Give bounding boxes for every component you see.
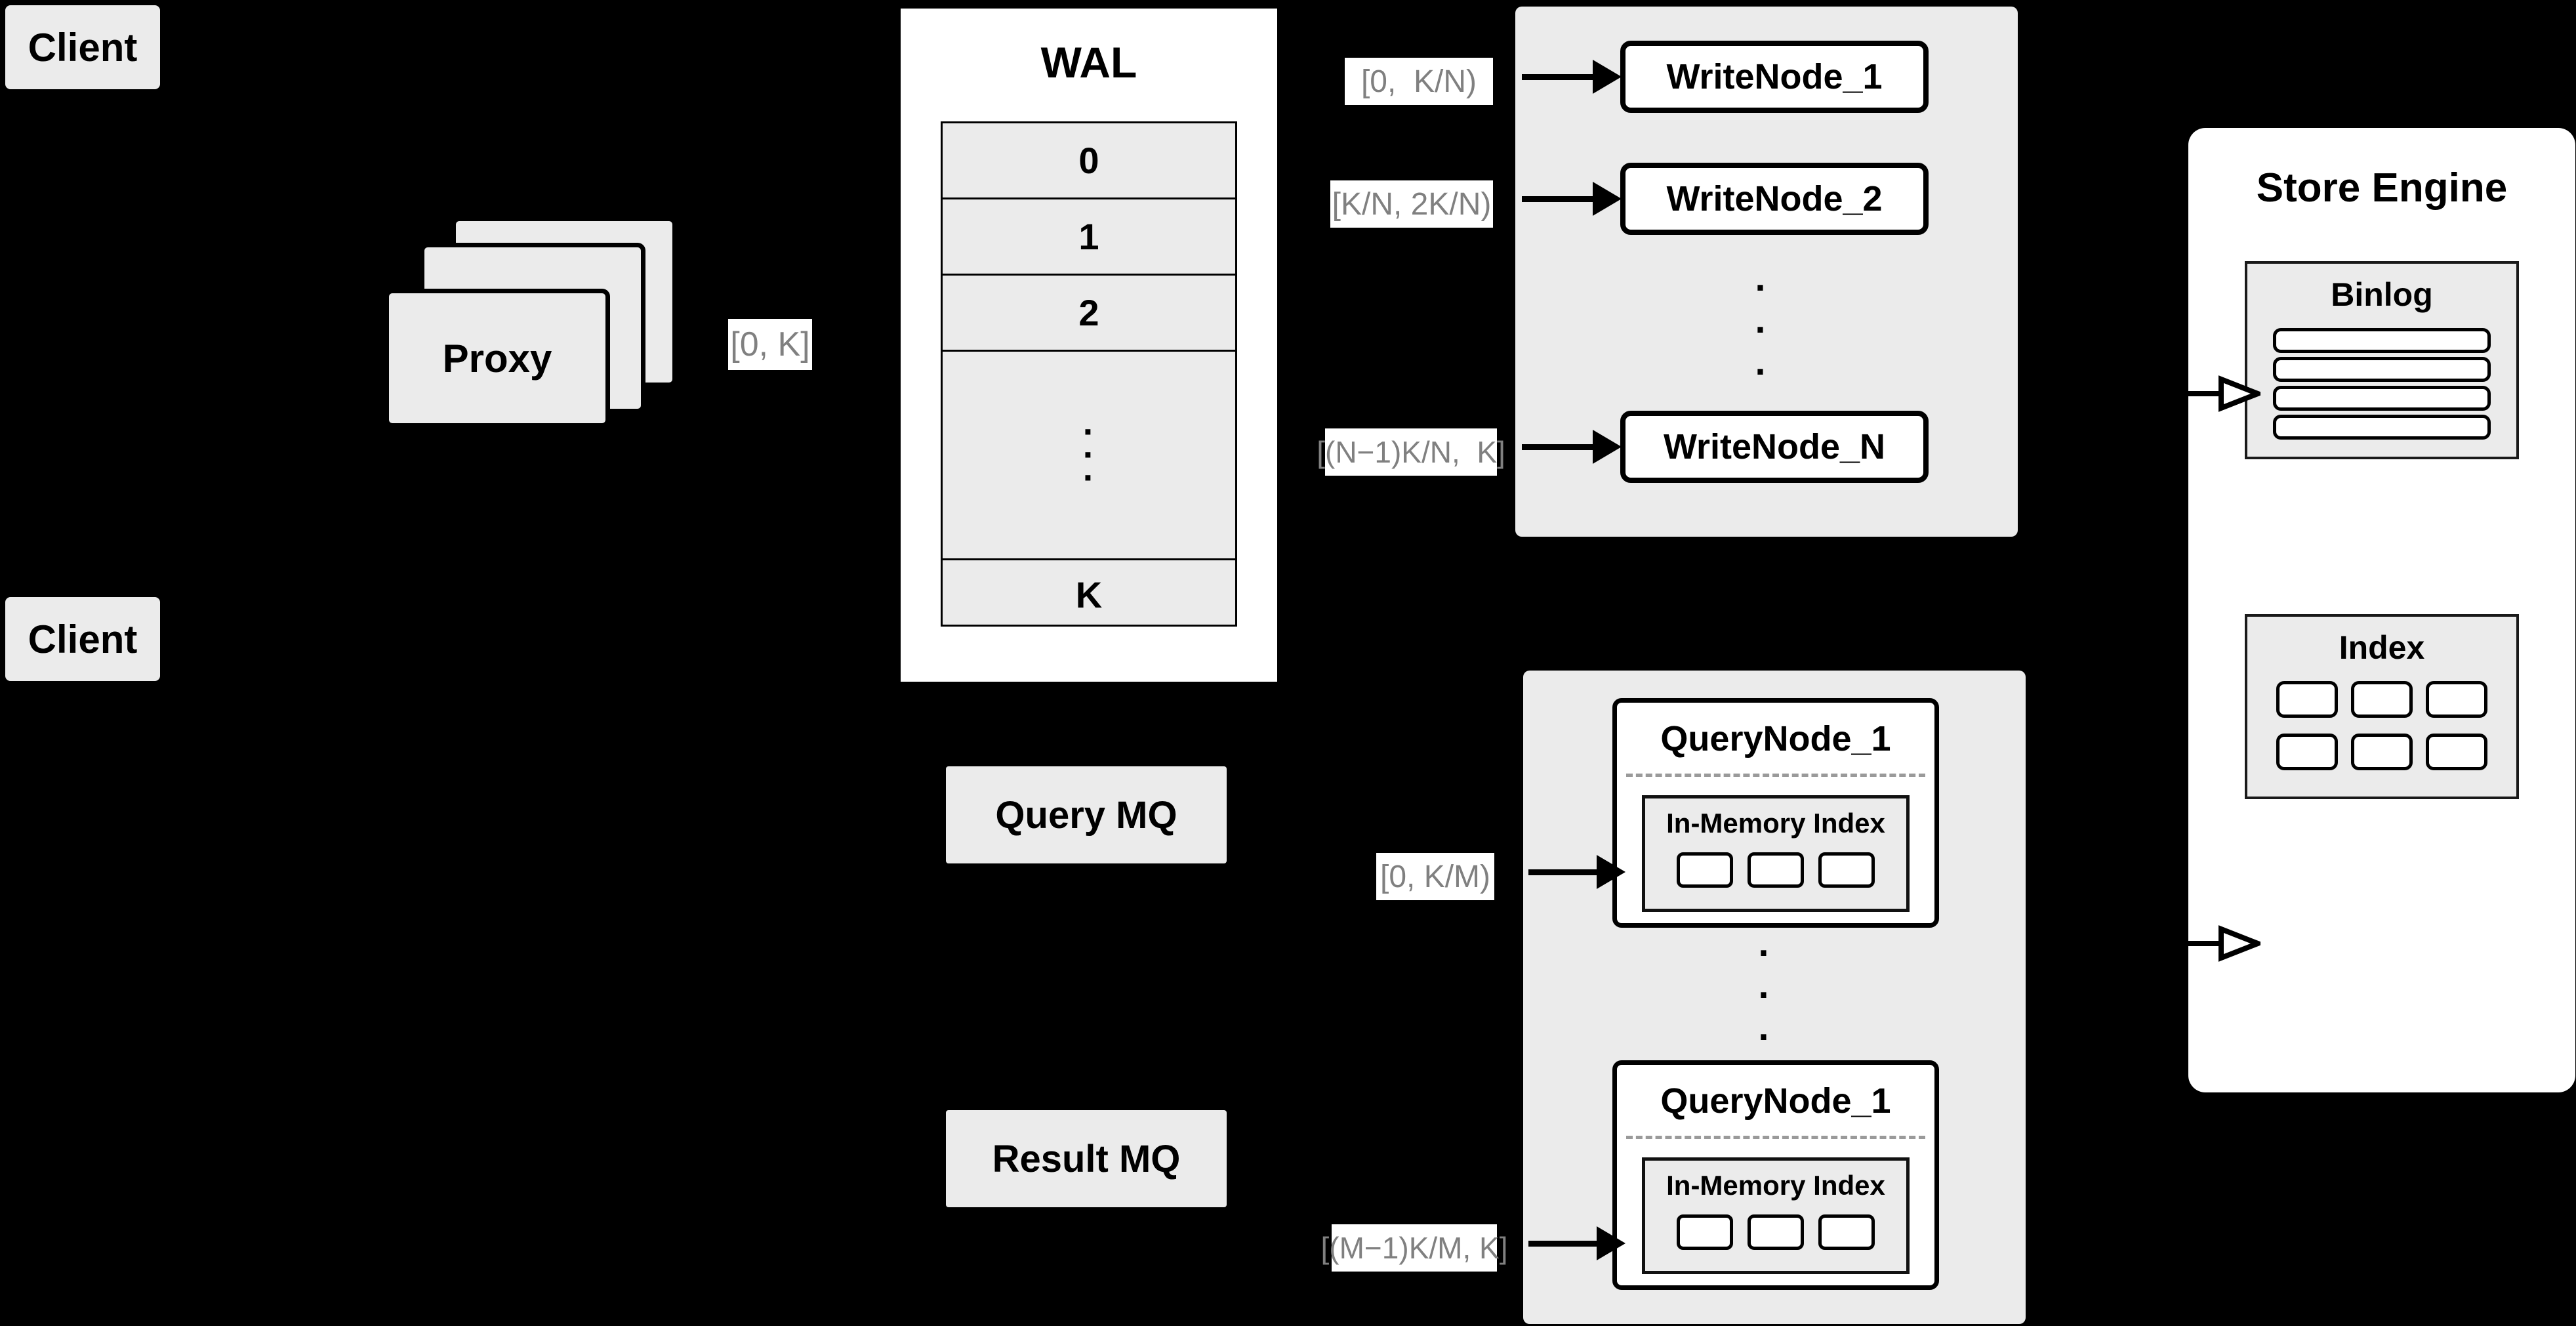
binlog-entry bbox=[2273, 357, 2491, 382]
query-mq-label: Query MQ bbox=[995, 793, 1177, 837]
index-entry bbox=[2276, 681, 2338, 718]
wal-row-value: 2 bbox=[1078, 292, 1099, 333]
binlog-title: Binlog bbox=[2331, 276, 2433, 313]
ellipsis-dot: · bbox=[1755, 266, 1768, 310]
query-mq-box[interactable]: Query MQ bbox=[946, 766, 1227, 863]
index-entry bbox=[2351, 734, 2413, 770]
index-slot bbox=[1677, 852, 1733, 888]
wal-row-value: K bbox=[1075, 573, 1103, 615]
binlog-entry bbox=[2273, 328, 2491, 353]
range-label-proxy-to-wal-text: [0, K] bbox=[730, 325, 810, 363]
result-mq-label: Result MQ bbox=[992, 1137, 1181, 1180]
client-label-2: Client bbox=[28, 617, 138, 661]
index-slot bbox=[1748, 1214, 1804, 1250]
result-mq-box[interactable]: Result MQ bbox=[946, 1110, 1227, 1207]
range-label-query-m-text: [(M−1)K/M, K] bbox=[1320, 1231, 1508, 1265]
query-node-2-index-title: In-Memory Index bbox=[1666, 1170, 1885, 1201]
query-node-2-title: QueryNode_1 bbox=[1660, 1081, 1891, 1121]
range-label-write-1: [0, K/N) bbox=[1345, 58, 1493, 105]
query-node-2-divider bbox=[1626, 1136, 1925, 1139]
query-node-2-index-panel: In-Memory Index bbox=[1642, 1157, 1910, 1274]
range-label-query-m: [(M−1)K/M, K] bbox=[1321, 1224, 1508, 1272]
client-label-1: Client bbox=[28, 25, 138, 70]
arrow-head-write-2 bbox=[1593, 182, 1622, 216]
range-label-write-1-text: [0, K/N) bbox=[1360, 64, 1477, 99]
wal-row: 2 bbox=[943, 276, 1235, 352]
query-node-1-box[interactable]: QueryNode_1 In-Memory Index bbox=[1612, 698, 1939, 928]
client-box-2[interactable]: Client bbox=[5, 597, 160, 681]
range-label-write-n-text: [(N−1)K/N, K] bbox=[1317, 435, 1505, 469]
wal-row: 0 bbox=[943, 123, 1235, 199]
arrow-line-write-n bbox=[1522, 444, 1602, 450]
arrow-line-query-2 bbox=[1528, 1241, 1608, 1247]
ellipsis-dot: · bbox=[1082, 434, 1095, 476]
binlog-panel: Binlog bbox=[2245, 261, 2519, 459]
arrow-line-query-1 bbox=[1528, 869, 1608, 875]
query-node-1-index-title: In-Memory Index bbox=[1666, 808, 1885, 839]
binlog-entry bbox=[2273, 415, 2491, 440]
proxy-box[interactable]: Proxy bbox=[384, 289, 610, 428]
wal-row: K bbox=[943, 560, 1235, 629]
wal-row-value: 1 bbox=[1078, 216, 1099, 257]
range-label-query-1: [0, K/M) bbox=[1376, 853, 1494, 900]
wal-table: 0 1 2 · · · K bbox=[941, 121, 1237, 627]
index-slot bbox=[1677, 1214, 1733, 1250]
write-node-n-label: WriteNode_N bbox=[1663, 427, 1886, 466]
query-cluster-ellipsis: · · · bbox=[1745, 932, 1784, 1058]
range-label-query-1-text: [0, K/M) bbox=[1380, 859, 1491, 894]
query-node-1-divider bbox=[1626, 774, 1925, 777]
client-box-1[interactable]: Client bbox=[5, 5, 160, 89]
binlog-entry bbox=[2273, 386, 2491, 411]
arrow-hollow-to-binlog bbox=[2188, 375, 2260, 412]
arrow-head-write-n bbox=[1593, 430, 1622, 464]
index-slot bbox=[1818, 852, 1875, 888]
ellipsis-dot: · bbox=[1758, 932, 1771, 975]
write-node-1-label: WriteNode_1 bbox=[1666, 57, 1883, 96]
range-label-write-2-text: [K/N, 2K/N) bbox=[1332, 186, 1492, 222]
ellipsis-dot: · bbox=[1755, 308, 1768, 352]
wal-row-ellipsis: · · · bbox=[943, 352, 1235, 560]
index-slot bbox=[1818, 1214, 1875, 1250]
store-engine-container: Store Engine Binlog Index bbox=[2188, 128, 2575, 1092]
ellipsis-dot: · bbox=[1082, 456, 1095, 498]
write-node-n-box[interactable]: WriteNode_N bbox=[1620, 411, 1929, 483]
write-node-1-box[interactable]: WriteNode_1 bbox=[1620, 41, 1929, 113]
ellipsis-dot: · bbox=[1758, 974, 1771, 1017]
ellipsis-dot: · bbox=[1082, 411, 1095, 453]
query-node-2-box[interactable]: QueryNode_1 In-Memory Index bbox=[1612, 1060, 1939, 1290]
proxy-label: Proxy bbox=[442, 336, 552, 381]
query-node-1-title: QueryNode_1 bbox=[1660, 719, 1891, 758]
index-title: Index bbox=[2339, 629, 2425, 666]
index-slot bbox=[1748, 852, 1804, 888]
query-node-1-index-panel: In-Memory Index bbox=[1642, 795, 1910, 912]
write-node-2-label: WriteNode_2 bbox=[1666, 179, 1883, 218]
write-cluster-ellipsis: · · · bbox=[1742, 267, 1781, 392]
arrow-line-write-1 bbox=[1522, 74, 1602, 80]
index-entry bbox=[2426, 681, 2487, 718]
index-entry bbox=[2276, 734, 2338, 770]
store-engine-title: Store Engine bbox=[2256, 165, 2508, 211]
wal-row-value: 0 bbox=[1078, 140, 1099, 181]
arrow-head-write-1 bbox=[1593, 60, 1622, 94]
arrow-hollow-to-index bbox=[2188, 925, 2260, 962]
arrow-line-write-2 bbox=[1522, 196, 1602, 202]
wal-row: 1 bbox=[943, 199, 1235, 276]
range-label-write-n: [(N−1)K/N, K] bbox=[1317, 428, 1505, 476]
index-entry bbox=[2351, 681, 2413, 718]
write-node-2-box[interactable]: WriteNode_2 bbox=[1620, 163, 1929, 235]
ellipsis-dot: · bbox=[1755, 350, 1768, 393]
ellipsis-dot: · bbox=[1758, 1015, 1771, 1058]
wal-title: WAL bbox=[1040, 38, 1137, 87]
arrow-head-query-2 bbox=[1597, 1226, 1625, 1260]
wal-container: WAL 0 1 2 · · · K bbox=[896, 4, 1282, 686]
wal-vertical-ellipsis: · · · bbox=[1082, 411, 1095, 498]
index-panel: Index bbox=[2245, 614, 2519, 799]
arrow-head-query-1 bbox=[1597, 855, 1625, 889]
index-entry bbox=[2426, 734, 2487, 770]
range-label-proxy-to-wal: [0, K] bbox=[728, 319, 812, 370]
range-label-write-2: [K/N, 2K/N) bbox=[1330, 180, 1493, 228]
